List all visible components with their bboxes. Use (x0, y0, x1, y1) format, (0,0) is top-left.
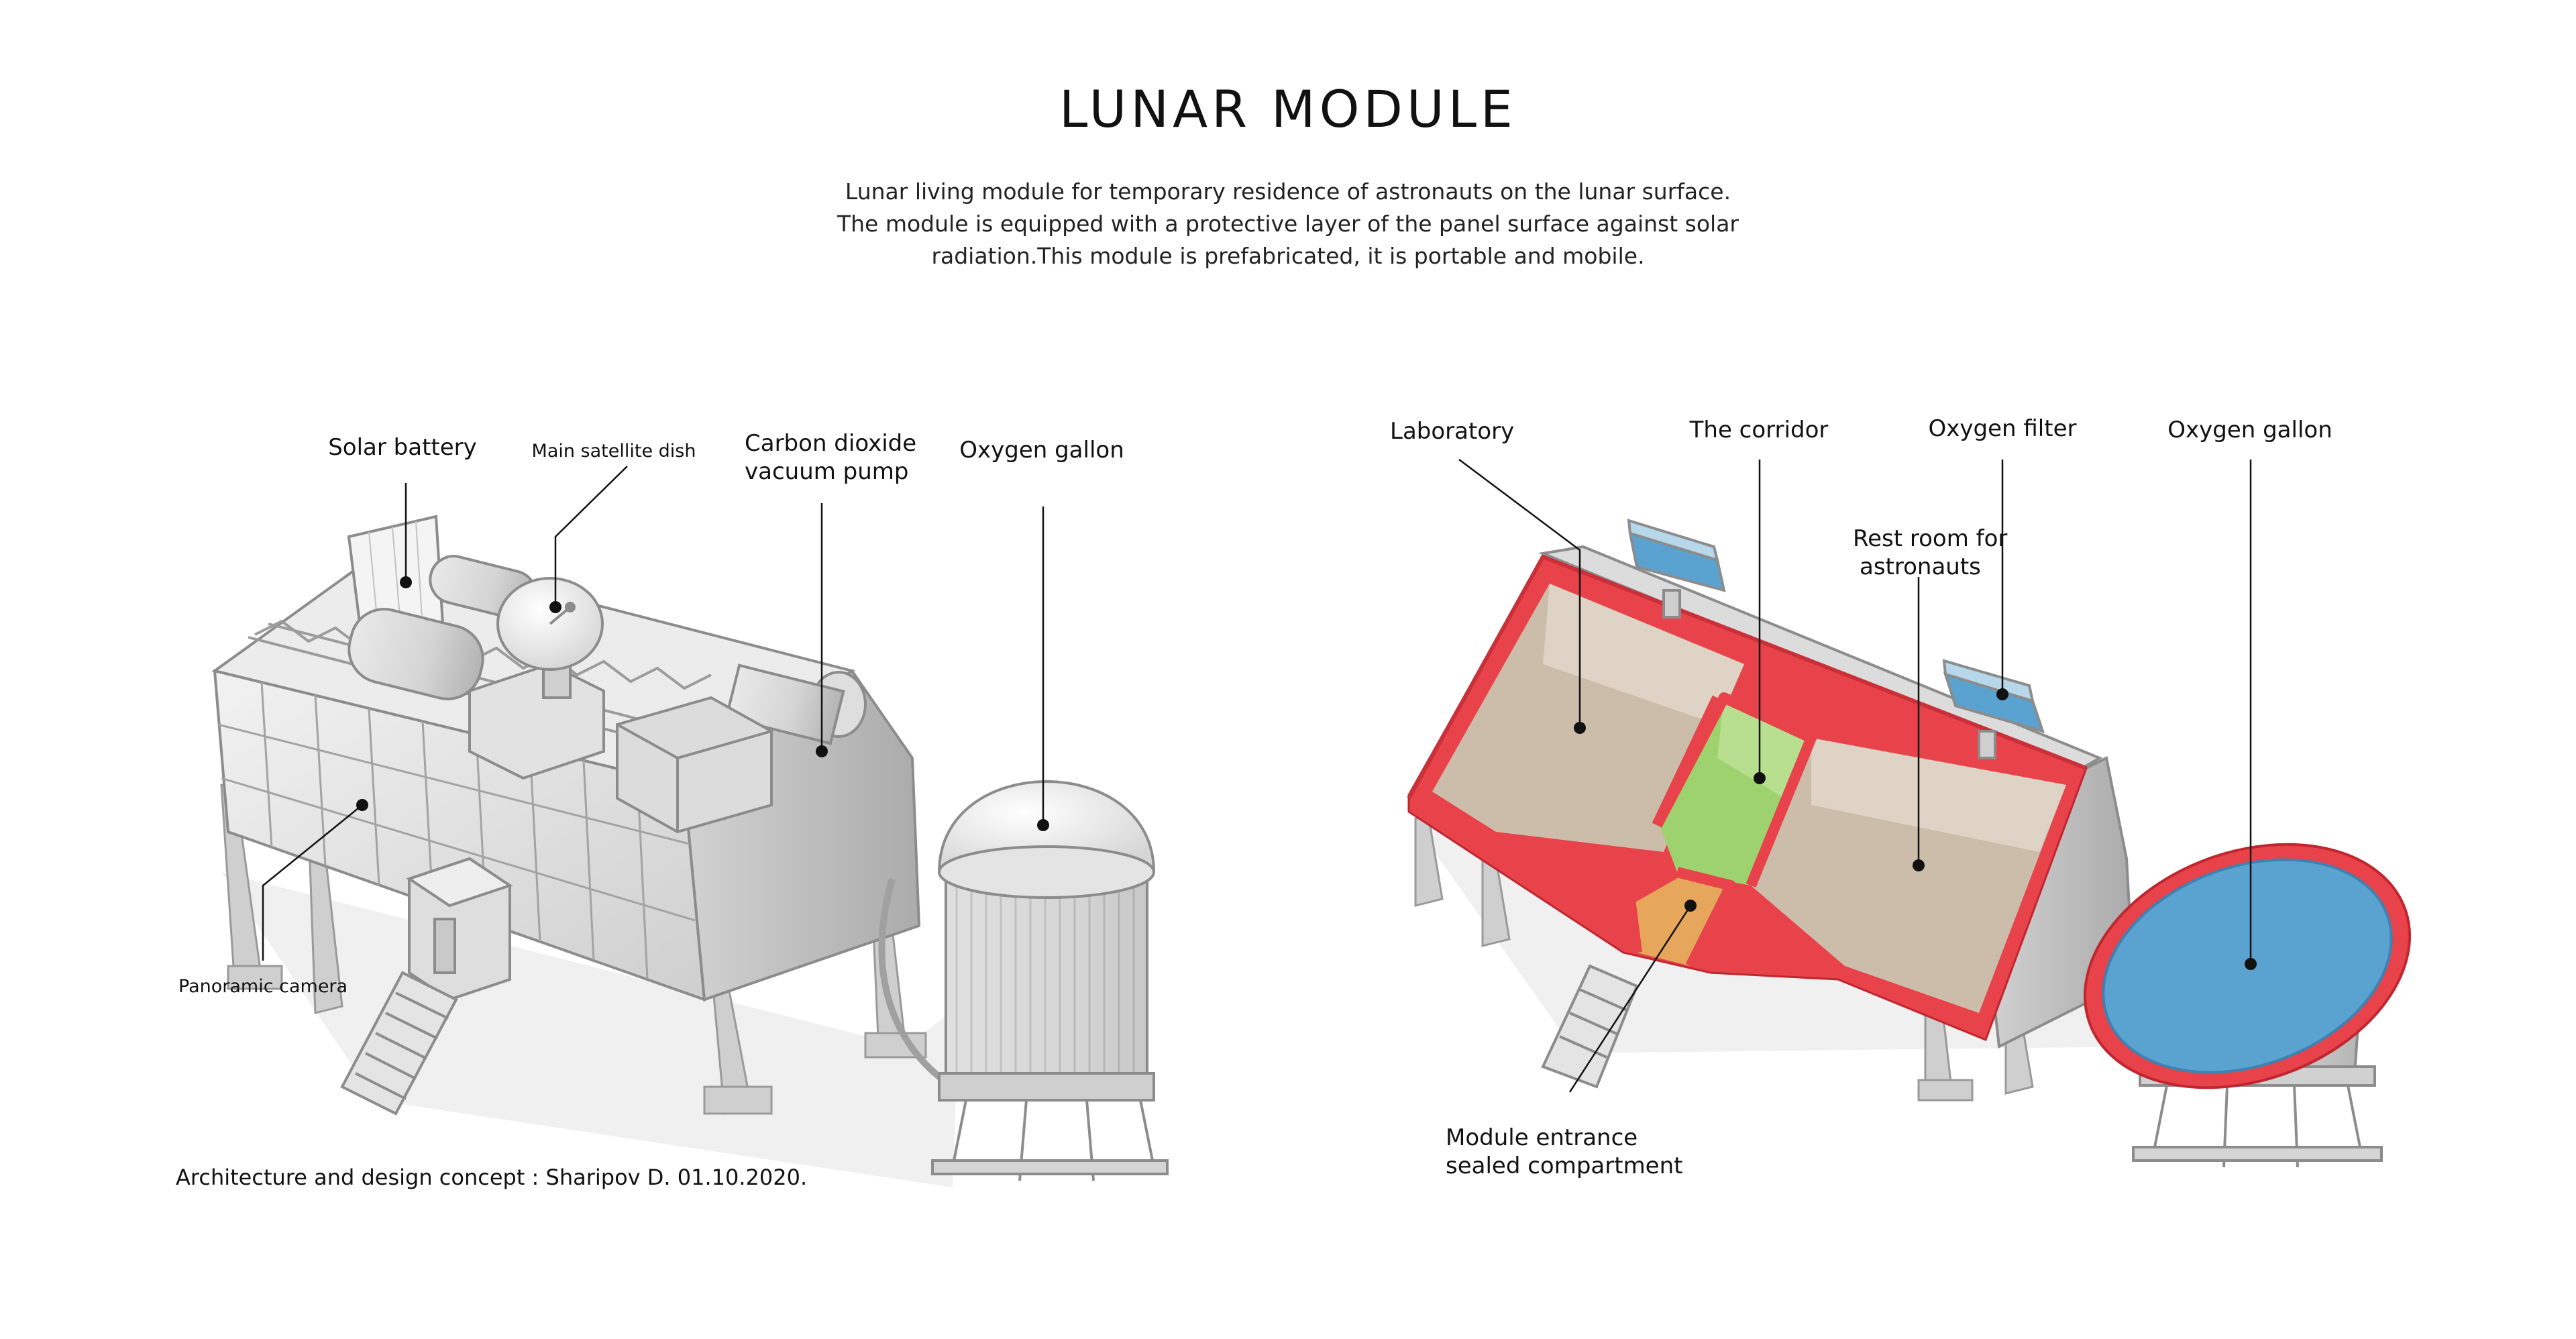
description-line-3: radiation.This module is prefabricated, … (931, 243, 1645, 269)
section-module-illustration (1407, 519, 2412, 1168)
description-line-2: The module is equipped with a protective… (837, 211, 1739, 237)
exterior-oxygen-tank (878, 780, 1169, 1181)
label-rest-room-line-2: astronauts (1860, 553, 1981, 580)
leader-lines (262, 459, 2252, 1093)
label-laboratory: Laboratory (1390, 418, 1515, 445)
exterior-module-illustration (211, 515, 1169, 1187)
description: Lunar living module for temporary reside… (832, 176, 1744, 272)
leader-dots (356, 576, 2257, 970)
description-line-1: Lunar living module for temporary reside… (845, 178, 1731, 205)
credit-line: Architecture and design concept : Sharip… (176, 1165, 808, 1190)
label-rest-room: Rest room for astronauts (1853, 525, 2007, 581)
label-module-entrance: Module entrance sealed compartment (1446, 1124, 1682, 1180)
label-main-satellite-dish: Main satellite dish (531, 441, 696, 462)
label-rest-room-line-1: Rest room for (1853, 525, 2008, 552)
label-oxygen-filter: Oxygen filter (1928, 415, 2077, 442)
label-oxygen-gallon-left: Oxygen gallon (959, 437, 1124, 464)
label-co2-line-2: vacuum pump (745, 458, 909, 485)
label-solar-battery: Solar battery (328, 434, 477, 461)
label-corridor: The corridor (1689, 417, 1829, 443)
label-co2-line-1: Carbon dioxide (745, 430, 917, 457)
label-entrance-line-2: sealed compartment (1446, 1153, 1683, 1179)
label-panoramic-camera: Panoramic camera (178, 976, 348, 997)
label-entrance-line-1: Module entrance (1446, 1124, 1638, 1151)
label-co2-vacuum-pump: Carbon dioxide vacuum pump (745, 429, 916, 486)
page-title: LUNAR MODULE (1059, 79, 1517, 139)
label-oxygen-gallon-right: Oxygen gallon (2167, 417, 2332, 443)
